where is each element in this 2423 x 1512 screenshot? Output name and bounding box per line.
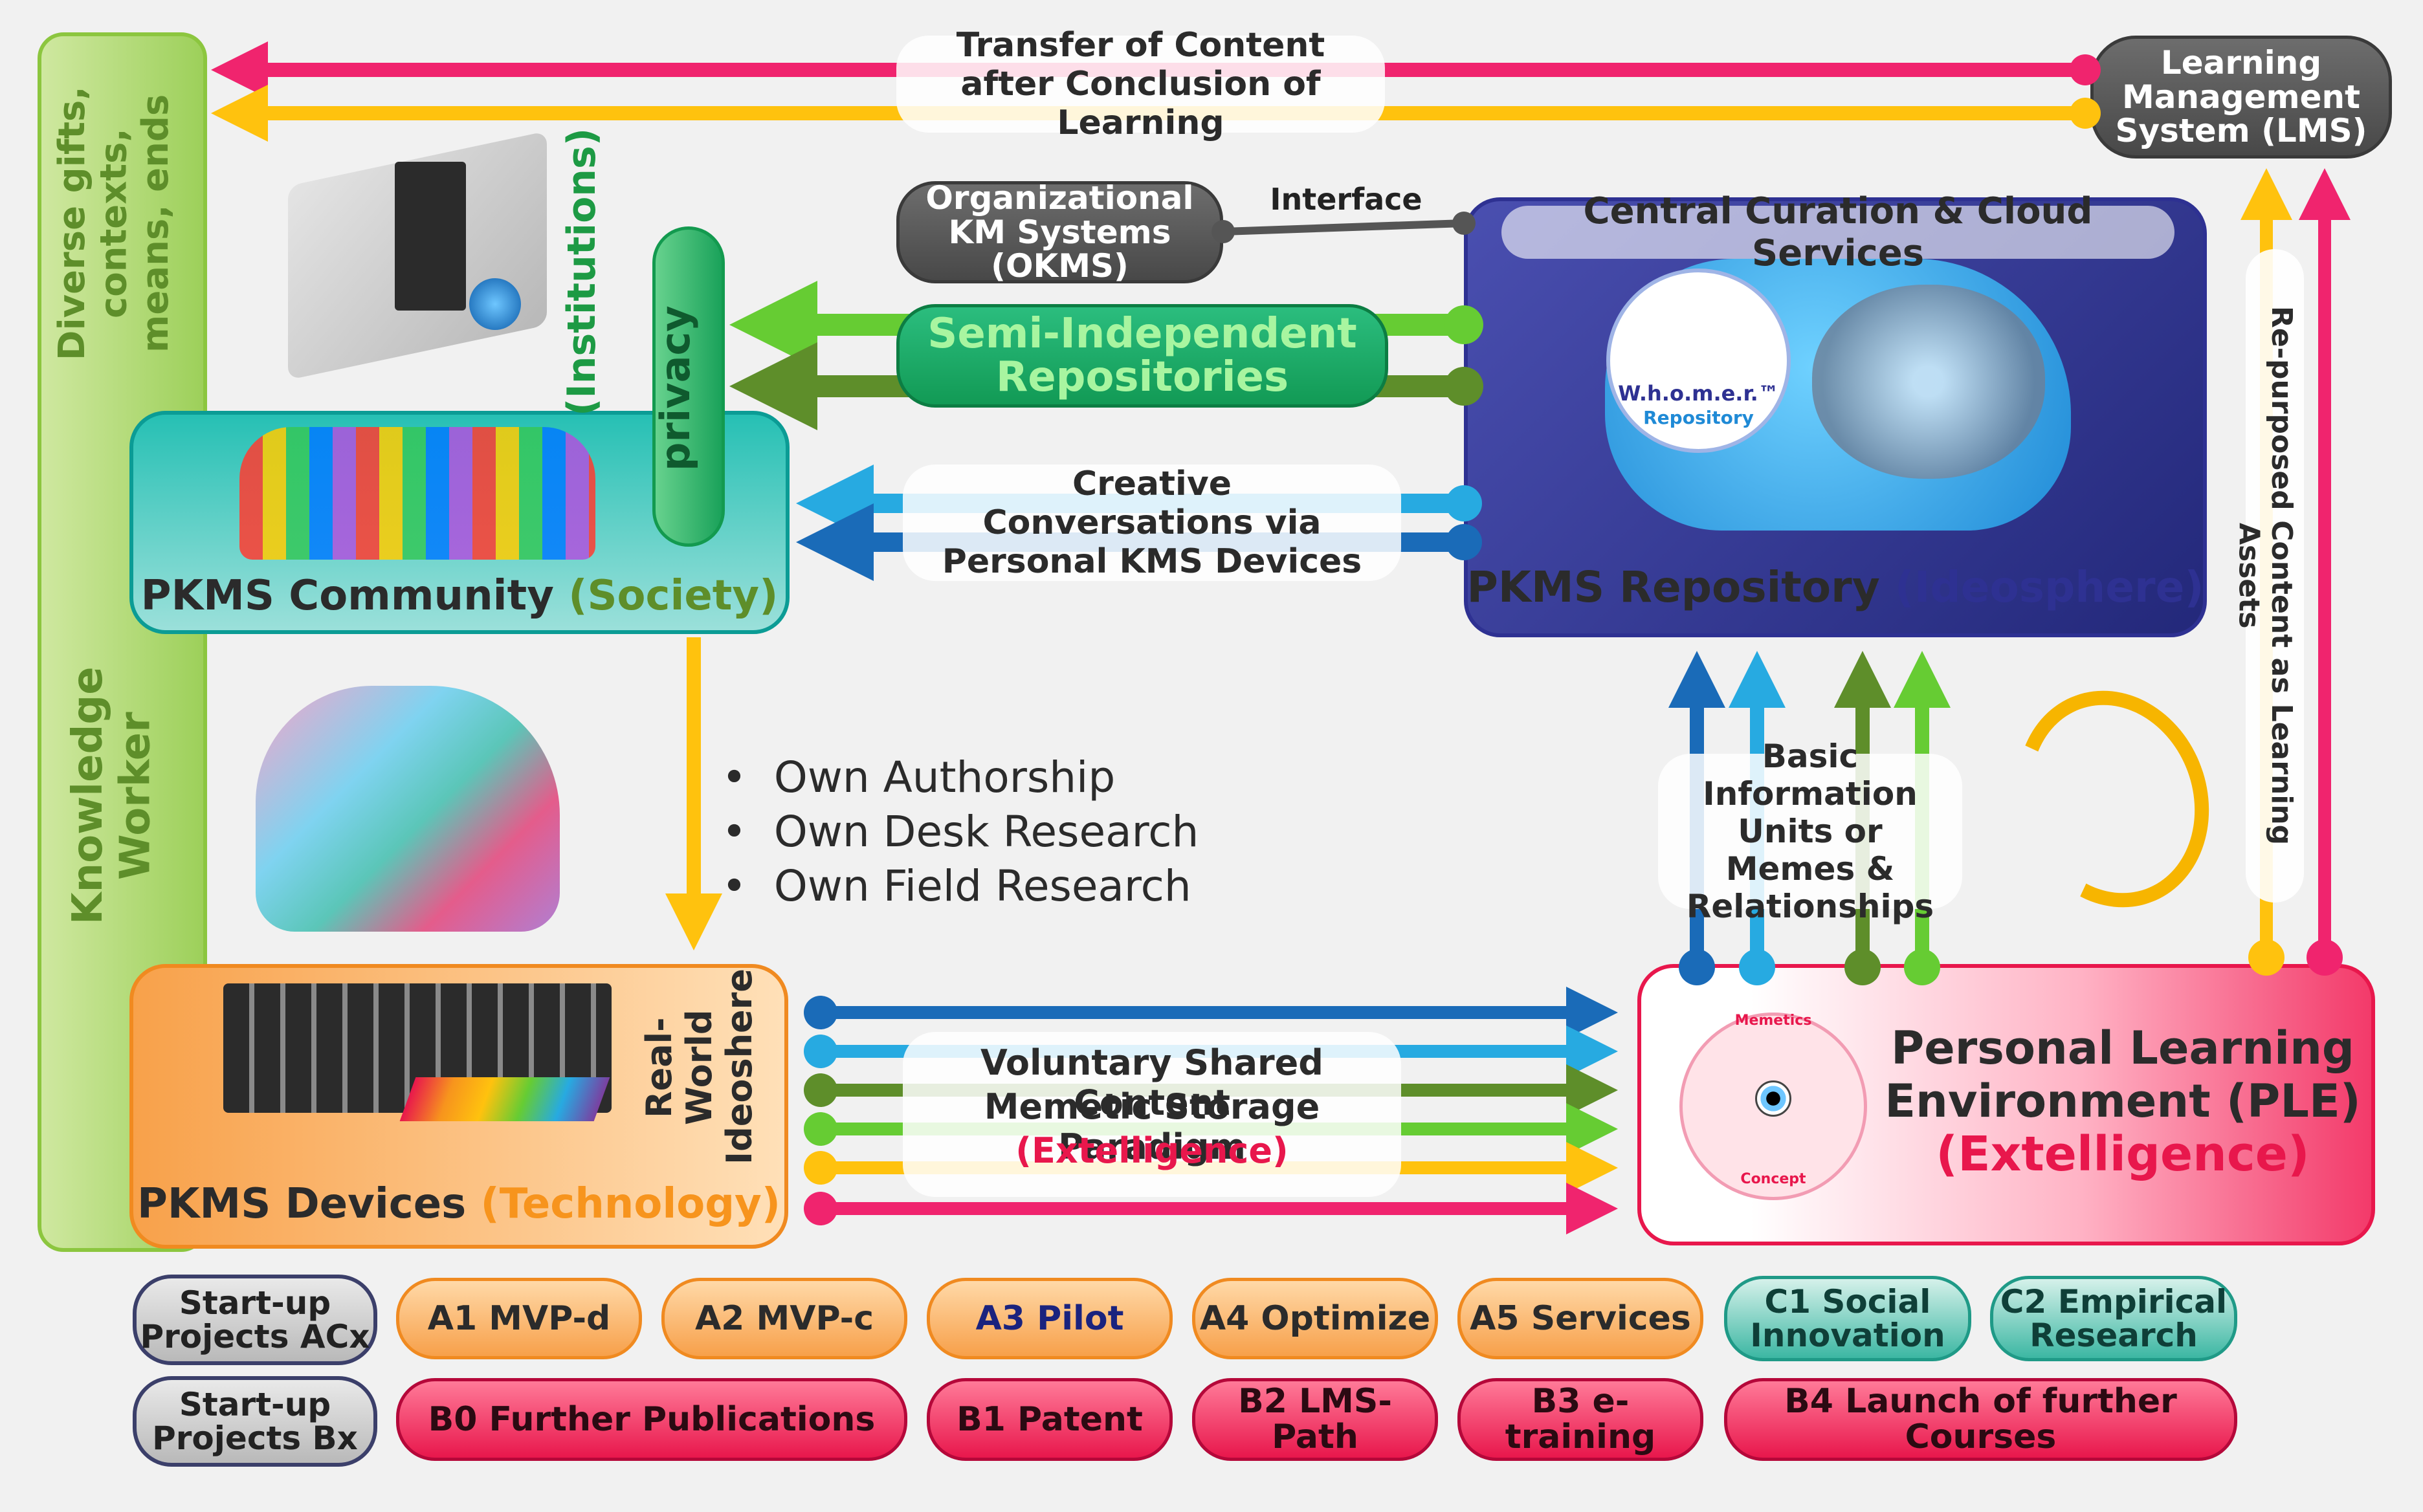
repurposed-label-bg [2246, 249, 2304, 903]
own-research-item: • Own Desk Research [722, 807, 1199, 857]
own-research-item: • Own Authorship [722, 752, 1116, 802]
vol-dot-3 [804, 1073, 837, 1107]
basic-dot-1 [1679, 949, 1715, 985]
lms-label: Learning Management System (LMS) [2115, 44, 2367, 150]
semi-independent-pill: Semi-Independent Repositories [896, 304, 1388, 408]
project-a4: A4 Optimize [1192, 1278, 1438, 1359]
repurposed-label: Re-purposed Content as Learning Assets [2232, 306, 2298, 846]
whomer-sublabel: Repository [1643, 407, 1754, 428]
project-a5: A5 Services [1457, 1278, 1703, 1359]
own-research-list: • Own Authorship • Own Desk Research • O… [722, 751, 1252, 914]
vol-dot-1 [804, 996, 837, 1029]
pkms-devices-main: PKMS Devices [137, 1180, 467, 1228]
server-tower-graphic [395, 162, 466, 311]
basic-dot-4 [1904, 949, 1940, 985]
project-c1: C1 Social Innovation [1724, 1276, 1971, 1361]
pkms-community-paren: (Society) [568, 572, 779, 620]
ple-line1: Personal Learning [1890, 1022, 2355, 1075]
pkms-repository-paren: (Ideosphere) [1894, 562, 2204, 612]
start-up-projects-acx: Start-up Projects ACx [133, 1275, 377, 1365]
okms-label: Organizational KM Systems (OKMS) [925, 179, 1194, 285]
voluntary-line1: Voluntary Shared Content [980, 1042, 1323, 1124]
interface-label: Interface [1270, 182, 1422, 217]
interface-dot-right [1452, 212, 1476, 235]
transfer-dot-yellow [2070, 98, 2101, 129]
privacy-pill [652, 226, 725, 547]
project-b3: B3 e-training [1457, 1378, 1703, 1461]
whomer-repository-logo [1606, 268, 1791, 453]
project-b1: B1 Patent [927, 1378, 1173, 1461]
knowledge-worker-panel [38, 32, 207, 1252]
creative-dot-dark [1446, 524, 1482, 560]
project-b0: B0 Further Publications [396, 1378, 907, 1461]
interface-connector [1212, 212, 1476, 243]
vol-dot-6 [804, 1192, 837, 1225]
transfer-label: Transfer of Content after Conclusion of … [896, 26, 1385, 142]
whomer-label: W.h.o.m.e.r.™ [1618, 381, 1779, 406]
pkms-community-title: PKMS Community (Society) [129, 572, 790, 620]
concept-label: Concept [1740, 1171, 1806, 1187]
eye-icon [1755, 1080, 1791, 1117]
ple-line2: Environment (PLE) [1885, 1075, 2361, 1128]
pkms-devices-title: PKMS Devices (Technology) [129, 1180, 788, 1229]
vol-dot-4 [804, 1112, 837, 1146]
project-a3: A3 Pilot [927, 1278, 1173, 1359]
globe-icon [469, 278, 521, 330]
start-up-projects-bx: Start-up Projects Bx [133, 1376, 377, 1467]
creative-label: Creative Conversations via Personal KMS … [903, 465, 1401, 581]
vol-dot-5 [804, 1151, 837, 1185]
brain-graphic [1812, 285, 2045, 479]
repurposed-dot-yellow [2248, 939, 2285, 976]
project-c2: C2 Empirical Research [1990, 1276, 2237, 1361]
repurposed-dot-pink [2307, 939, 2343, 976]
lms-pill: Learning Management System (LMS) [2090, 36, 2392, 159]
ple-line3: (Extelligence) [1936, 1126, 2310, 1182]
pkms-repository-title: PKMS Repository (Ideosphere) [1464, 563, 2207, 612]
project-a2: A2 MVP-c [661, 1278, 907, 1359]
voluntary-line2: Memetic Storage Paradigm [984, 1086, 1320, 1168]
basic-dot-2 [1739, 949, 1775, 985]
voluntary-label-box [903, 1032, 1401, 1197]
pkms-repository-main: PKMS Repository [1466, 562, 1880, 612]
pkms-devices-paren: (Technology) [480, 1180, 780, 1228]
project-b4: B4 Launch of further Courses [1724, 1378, 2237, 1461]
project-a1: A1 MVP-d [396, 1278, 642, 1359]
basic-info-label: Basic Information Units or Memes & Relat… [1658, 738, 1962, 925]
interface-line [1223, 219, 1465, 236]
basic-dot-3 [1844, 949, 1881, 985]
transfer-dot-pink [2070, 54, 2101, 85]
puzzle-heads-graphic [256, 686, 560, 932]
pkms-community-main: PKMS Community [140, 572, 554, 620]
semi-dot-light [1444, 305, 1483, 344]
creative-dot-light [1446, 485, 1482, 521]
memetics-label: Memetics [1734, 1013, 1812, 1029]
interface-dot-left [1212, 220, 1235, 243]
project-b2: B2 LMS-Path [1192, 1378, 1438, 1461]
vol-dot-2 [804, 1035, 837, 1068]
voluntary-line3: (Extelligence) [1015, 1130, 1289, 1171]
own-research-item: • Own Field Research [722, 861, 1191, 911]
community-people-graphic [239, 427, 595, 560]
semi-independent-label: Semi-Independent Repositories [927, 309, 1357, 401]
semi-dot-dark [1444, 367, 1483, 406]
